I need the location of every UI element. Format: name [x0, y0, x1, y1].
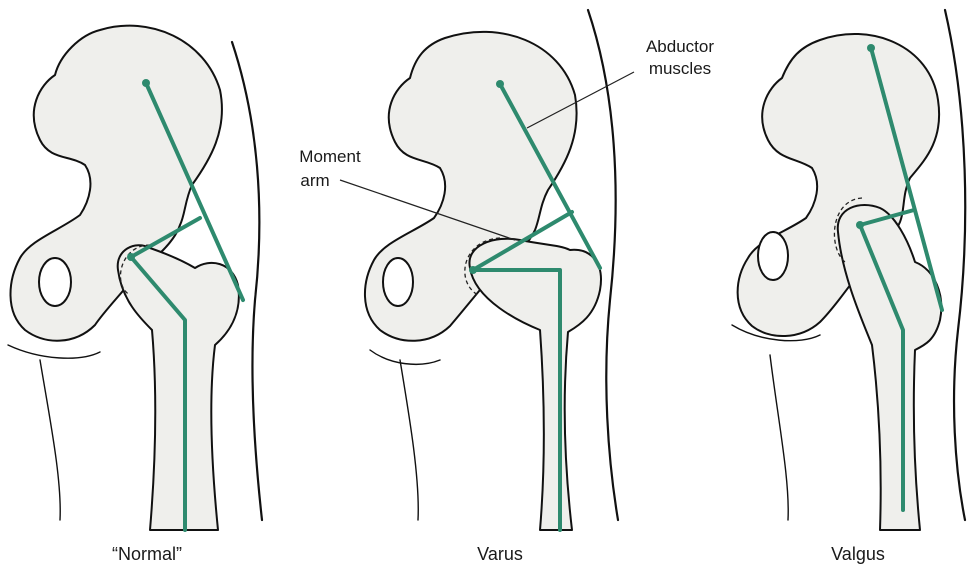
abductor-label: muscles	[649, 59, 711, 78]
thigh-outline	[400, 360, 418, 520]
thigh-outline	[770, 355, 788, 520]
caption-valgus: Valgus	[831, 544, 885, 564]
abductor-label: Abductor	[646, 37, 714, 56]
moment-arm-label: arm	[300, 171, 329, 190]
obturator-foramen	[758, 232, 788, 280]
panel-normal: “Normal”	[8, 26, 262, 564]
panel-valgus: Valgus	[732, 10, 965, 564]
obturator-foramen	[383, 258, 413, 306]
body-outline	[945, 10, 965, 520]
femur	[118, 245, 239, 530]
caption-normal: “Normal”	[112, 544, 182, 564]
obturator-foramen	[39, 258, 71, 306]
moment-arm-label: Moment	[299, 147, 361, 166]
buttock-curve	[370, 350, 440, 364]
femur	[469, 239, 601, 530]
caption-varus: Varus	[477, 544, 523, 564]
buttock-curve	[8, 345, 100, 358]
panel-varus: Varus Abductor muscles Moment arm	[299, 10, 714, 564]
thigh-outline	[40, 360, 60, 520]
